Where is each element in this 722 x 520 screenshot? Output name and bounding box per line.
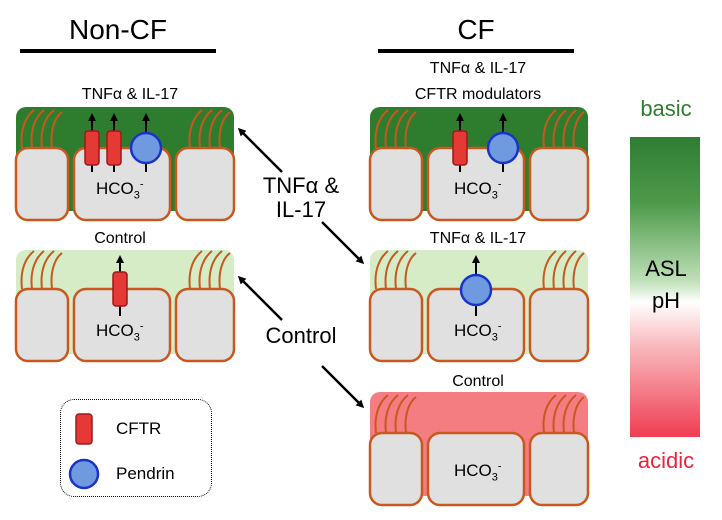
legend-pendrin-icon	[68, 458, 100, 490]
epithelial-cell	[368, 146, 424, 222]
noncf-tnf-panel	[14, 107, 236, 222]
hco3-label-cf-tnf-modulators: HCO3-	[454, 178, 502, 202]
legend-pendrin-label: Pendrin	[116, 464, 175, 483]
epithelial-cell	[174, 287, 236, 363]
comparison-arrows	[237, 127, 365, 409]
hco3-label-cf-control: HCO3-	[454, 460, 502, 484]
cf-control-panel	[368, 392, 590, 507]
cilia	[20, 109, 231, 149]
control-arrow-lower	[321, 365, 365, 409]
tnf-arrow-label-line-2: IL-17	[275, 197, 327, 222]
cf-tnf-panel	[368, 250, 590, 363]
pendrin-transporter	[459, 273, 493, 307]
epithelial-cell	[14, 146, 70, 222]
legend-cftr-icon	[75, 413, 93, 445]
cilia	[374, 109, 585, 149]
tnf-arrow-label-line-1: TNFα &	[262, 173, 340, 198]
cf-tnf-modulators-panel	[368, 107, 590, 222]
cftr-channel	[84, 130, 100, 166]
scale-acidic-label: acidic	[637, 448, 695, 473]
cf-control-label: Control	[452, 373, 504, 390]
scale-ph-label: pH	[651, 288, 681, 313]
control-arrow-upper	[237, 275, 283, 321]
scale-asl-label: ASL	[645, 256, 687, 281]
control-arrow-label: Control	[265, 323, 337, 348]
cf-heading-rule	[378, 49, 574, 53]
legend-cftr-label: CFTR	[116, 419, 162, 438]
cilia	[374, 394, 585, 434]
cilia	[20, 250, 231, 290]
pendrin-transporter	[486, 131, 520, 165]
tnf-arrow-label: TNFα & IL-17	[246, 174, 356, 222]
cf-tnf-modulators-label-1: TNFα & IL-17	[429, 60, 527, 77]
asl-ph-color-scale	[630, 137, 700, 437]
cilia	[374, 250, 585, 290]
noncf-control-label: Control	[94, 230, 146, 247]
epithelial-cell	[174, 146, 236, 222]
hco3-label-noncf-control: HCO3-	[96, 320, 144, 344]
epithelial-cell	[528, 431, 590, 507]
cf-tnf-modulators-label-2: CFTR modulators	[414, 86, 542, 103]
hco3-label-cf-tnf: HCO3-	[454, 320, 502, 344]
pendrin-transporter	[129, 131, 163, 165]
epithelial-cell	[528, 287, 590, 363]
hco3-label-noncf-tnf: HCO3-	[96, 178, 144, 202]
noncf-tnf-label: TNFα & IL-17	[81, 86, 179, 103]
cf-tnf-label: TNFα & IL-17	[429, 230, 527, 247]
tnf-arrow-lower	[321, 221, 365, 265]
cftr-channel	[452, 130, 468, 166]
epithelial-cell	[528, 146, 590, 222]
epithelial-cell	[426, 146, 526, 222]
tnf-arrow-upper	[237, 127, 283, 173]
noncf-control-panel	[14, 250, 236, 363]
scale-basic-label: basic	[640, 96, 692, 121]
non-cf-heading-rule	[20, 49, 216, 53]
cftr-channel	[106, 130, 122, 166]
legend	[60, 399, 212, 497]
epithelial-cell	[368, 431, 424, 507]
cftr-channel	[112, 271, 128, 307]
non-cf-heading: Non-CF	[68, 14, 167, 45]
epithelial-cell	[14, 287, 70, 363]
epithelial-cell	[368, 287, 424, 363]
cf-heading: CF	[457, 14, 495, 45]
epithelial-cell	[426, 431, 526, 507]
